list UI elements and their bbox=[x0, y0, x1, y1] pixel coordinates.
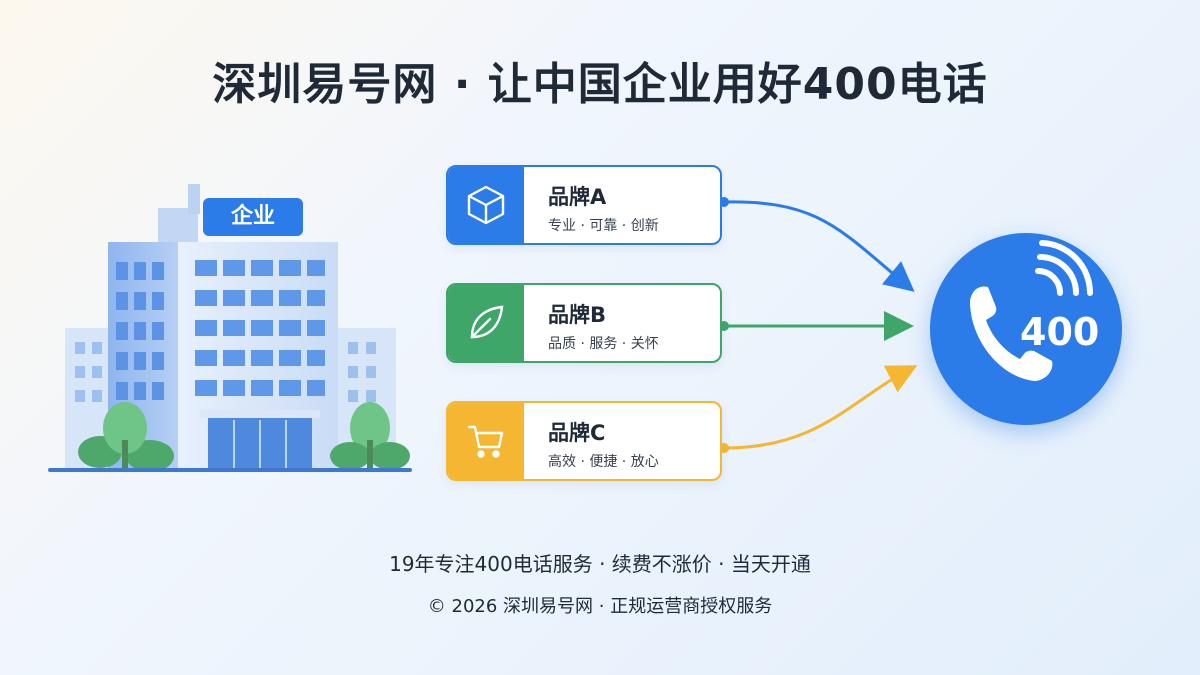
brand-tags: 品质 · 服务 · 关怀 bbox=[548, 336, 659, 352]
phone-400-badge bbox=[930, 233, 1122, 425]
brand-name: 品牌A bbox=[548, 185, 607, 209]
brand-tags: 高效 · 便捷 · 放心 bbox=[548, 454, 659, 470]
arrow-brand-c bbox=[723, 365, 918, 450]
cube-icon bbox=[448, 167, 524, 243]
page-title: 深圳易号网 · 让中国企业用好400电话 bbox=[212, 59, 988, 110]
phone-number-400: 400 bbox=[1020, 310, 1100, 354]
feature-tagline: 19年专注400电话服务 · 续费不涨价 · 当天开通 bbox=[389, 552, 811, 576]
copyright-text: © 2026 深圳易号网 · 正规运营商授权服务 bbox=[427, 596, 773, 617]
brand-tags: 专业 · 可靠 · 创新 bbox=[548, 218, 659, 234]
phone-icon bbox=[970, 240, 1094, 381]
brand-card-a[interactable]: 品牌A 专业 · 可靠 · 创新 bbox=[446, 165, 722, 245]
brand-card-c[interactable]: 品牌C 高效 · 便捷 · 放心 bbox=[446, 401, 722, 481]
building-sign-label: 企业 bbox=[230, 204, 275, 229]
brand-name: 品牌C bbox=[548, 421, 606, 445]
office-building-icon: 企业 bbox=[40, 170, 420, 490]
shopping-cart-icon bbox=[448, 403, 524, 479]
brand-name: 品牌B bbox=[548, 303, 607, 327]
leaf-icon bbox=[448, 285, 524, 361]
brand-card-b[interactable]: 品牌B 品质 · 服务 · 关怀 bbox=[446, 283, 722, 363]
arrow-brand-a bbox=[723, 200, 915, 292]
